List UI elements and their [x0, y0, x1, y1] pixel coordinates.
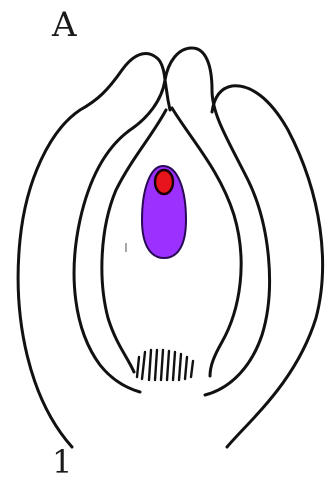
hatch-line: [179, 354, 181, 380]
micropyle-line: [165, 80, 170, 110]
panel-number: 1: [52, 446, 72, 478]
hatch-line: [137, 357, 139, 377]
egg-cell: [155, 170, 173, 194]
hatch-line: [191, 361, 193, 377]
hatch-line: [142, 352, 145, 379]
hatch-line: [155, 350, 157, 380]
chalaza-hatching: [137, 350, 193, 380]
hatch-line: [185, 357, 187, 379]
hatch-line: [167, 351, 169, 380]
outer-integument: [18, 54, 165, 447]
hatch-line: [149, 350, 151, 380]
hatch-line: [161, 350, 163, 380]
hatch-line: [173, 352, 175, 380]
